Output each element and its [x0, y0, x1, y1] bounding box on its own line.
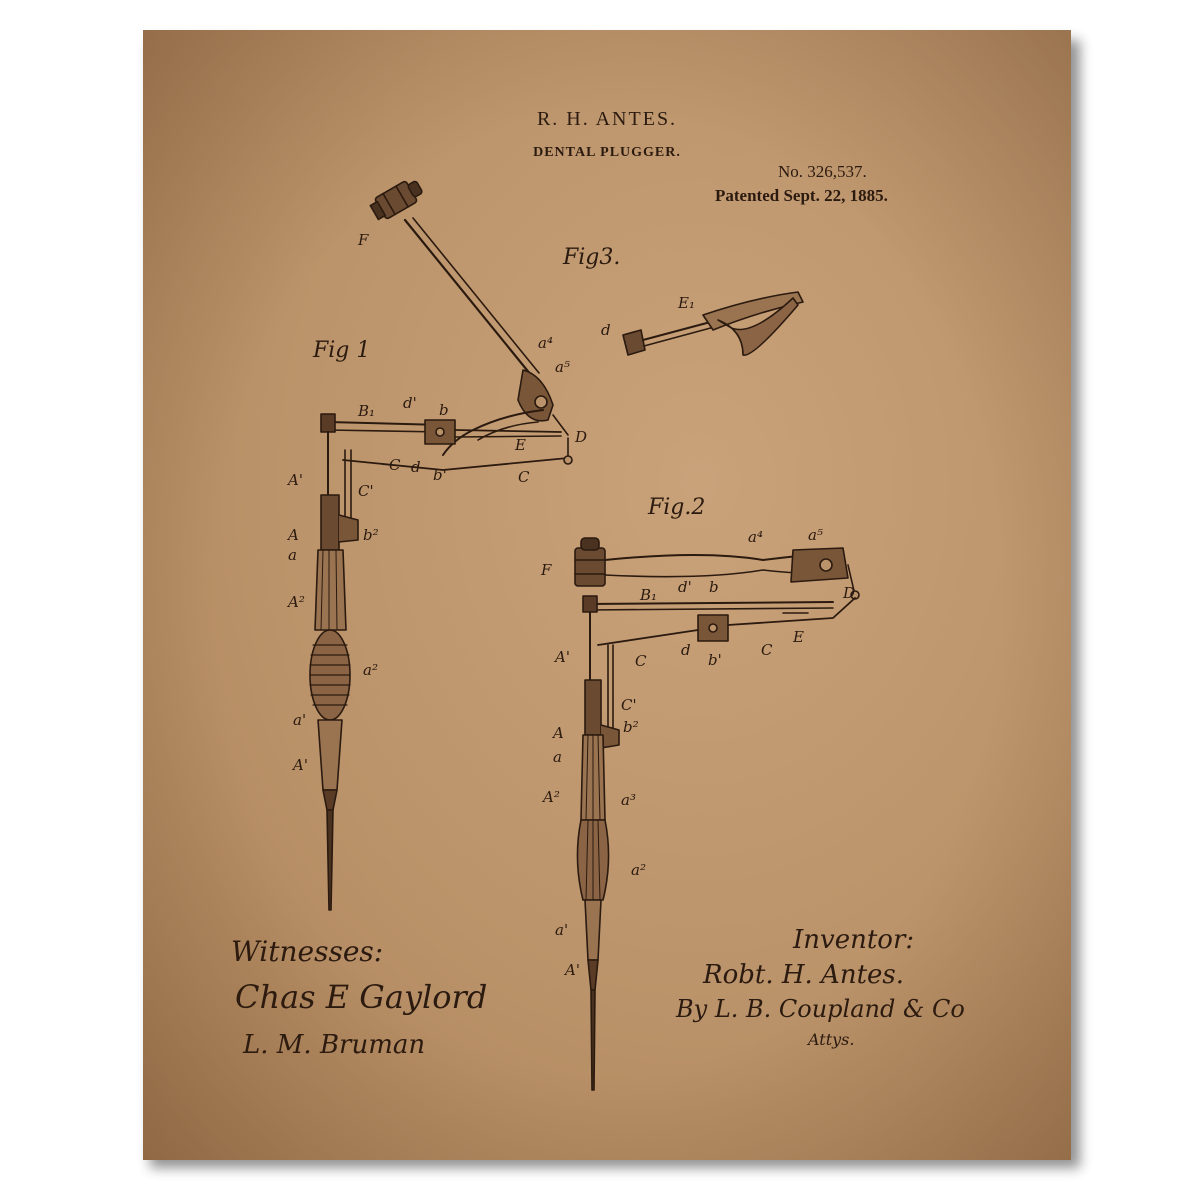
witnesses-label: Witnesses:	[231, 935, 384, 968]
ref-b1-fig2: b'	[708, 651, 722, 669]
ref-F-fig2: F	[540, 561, 552, 579]
ref-a1-fig1: a'	[293, 711, 306, 729]
patent-date: Patented Sept. 22, 1885.	[715, 186, 888, 205]
ref-a-fig1: a	[288, 546, 297, 564]
patent-inventor-header: R. H. ANTES.	[536, 108, 678, 130]
attys-label: Attys.	[808, 1030, 855, 1049]
attorney-signature: By L. B. Coupland & Co	[676, 995, 965, 1023]
fig1-drawing: F a⁴ a⁵ B₁ d' b E D C d b' C A' C' A b² …	[286, 180, 587, 911]
ref-a5-fig2: a⁵	[808, 526, 823, 544]
inventor-label: Inventor:	[793, 925, 915, 955]
ref-C-fig1-a: C	[389, 456, 401, 474]
ref-B1-fig1: B₁	[357, 402, 375, 420]
ref-a-fig2: a	[553, 748, 562, 766]
patent-number: No. 326,537.	[778, 162, 867, 181]
ref-a1-fig2: a'	[555, 921, 568, 939]
ref-C-fig2-a: C	[635, 652, 647, 670]
ref-b2-fig2: b²	[623, 718, 639, 736]
patent-poster: R. H. ANTES. DENTAL PLUGGER. No. 326,537…	[143, 30, 1071, 1160]
ref-A2-fig1: A²	[286, 593, 305, 611]
ref-b-fig1: b	[439, 401, 449, 419]
patent-title: DENTAL PLUGGER.	[533, 145, 681, 160]
ref-a2-fig1: a²	[363, 661, 378, 679]
witness-signature-2: L. M. Bruman	[243, 1030, 426, 1060]
ref-C-fig2-b: C	[761, 641, 773, 659]
fig2-drawing: F a⁴ a⁵ B₁ d' b D E C d b' C A' C' A b² …	[540, 526, 860, 1091]
ref-A-fig2: A	[551, 724, 564, 742]
ref-d-fig2: d	[681, 641, 691, 659]
ref-a2-fig2: a²	[631, 861, 646, 879]
ref-E-fig2: E	[792, 628, 804, 646]
ref-b-fig2: b	[709, 578, 719, 596]
ref-F-fig1: F	[357, 231, 369, 249]
fig2-label: Fig.2	[648, 495, 706, 520]
ref-d-fig3: d	[601, 321, 611, 339]
ref-d-fig1: d	[411, 458, 421, 476]
ref-E-fig1: E	[514, 436, 526, 454]
ref-C1-fig1: C'	[358, 482, 374, 500]
fig3-label: Fig3.	[563, 245, 621, 270]
ref-a5-fig1: a⁵	[555, 358, 570, 376]
ref-b1-fig1: b'	[433, 466, 447, 484]
ref-d1-fig1: d'	[403, 394, 417, 412]
ref-d1-fig2: d'	[678, 578, 692, 596]
ref-a3-fig2: a³	[621, 791, 636, 809]
ref-C1-fig2: C'	[621, 696, 637, 714]
ref-b2-fig1: b²	[363, 526, 379, 544]
ref-a4-fig1: a⁴	[538, 334, 553, 352]
fig1-label: Fig 1	[313, 338, 371, 363]
ref-C-fig1-b: C	[518, 468, 530, 486]
witness-signature-1: Chas E Gaylord	[235, 978, 488, 1016]
ref-A2-fig2: A²	[541, 788, 560, 806]
inventor-signature: Robt. H. Antes.	[703, 960, 905, 990]
ref-A1-fig1-b: A'	[291, 756, 308, 774]
ref-D-fig2: D	[842, 584, 855, 602]
ref-E1-fig3: E₁	[677, 294, 695, 312]
ref-a4-fig2: a⁴	[748, 528, 763, 546]
ref-A1-fig1-a: A'	[286, 471, 303, 489]
ref-A-fig1: A	[286, 526, 299, 544]
ref-B1-fig2: B₁	[639, 586, 657, 604]
fig3-drawing: E₁ d	[601, 291, 804, 356]
patent-drawing: F a⁴ a⁵ B₁ d' b E D C d b' C A' C' A b² …	[286, 180, 860, 1091]
ref-A1-fig2-a: A'	[553, 648, 570, 666]
ref-A1-fig2-b: A'	[563, 961, 580, 979]
ref-D-fig1: D	[574, 428, 587, 446]
